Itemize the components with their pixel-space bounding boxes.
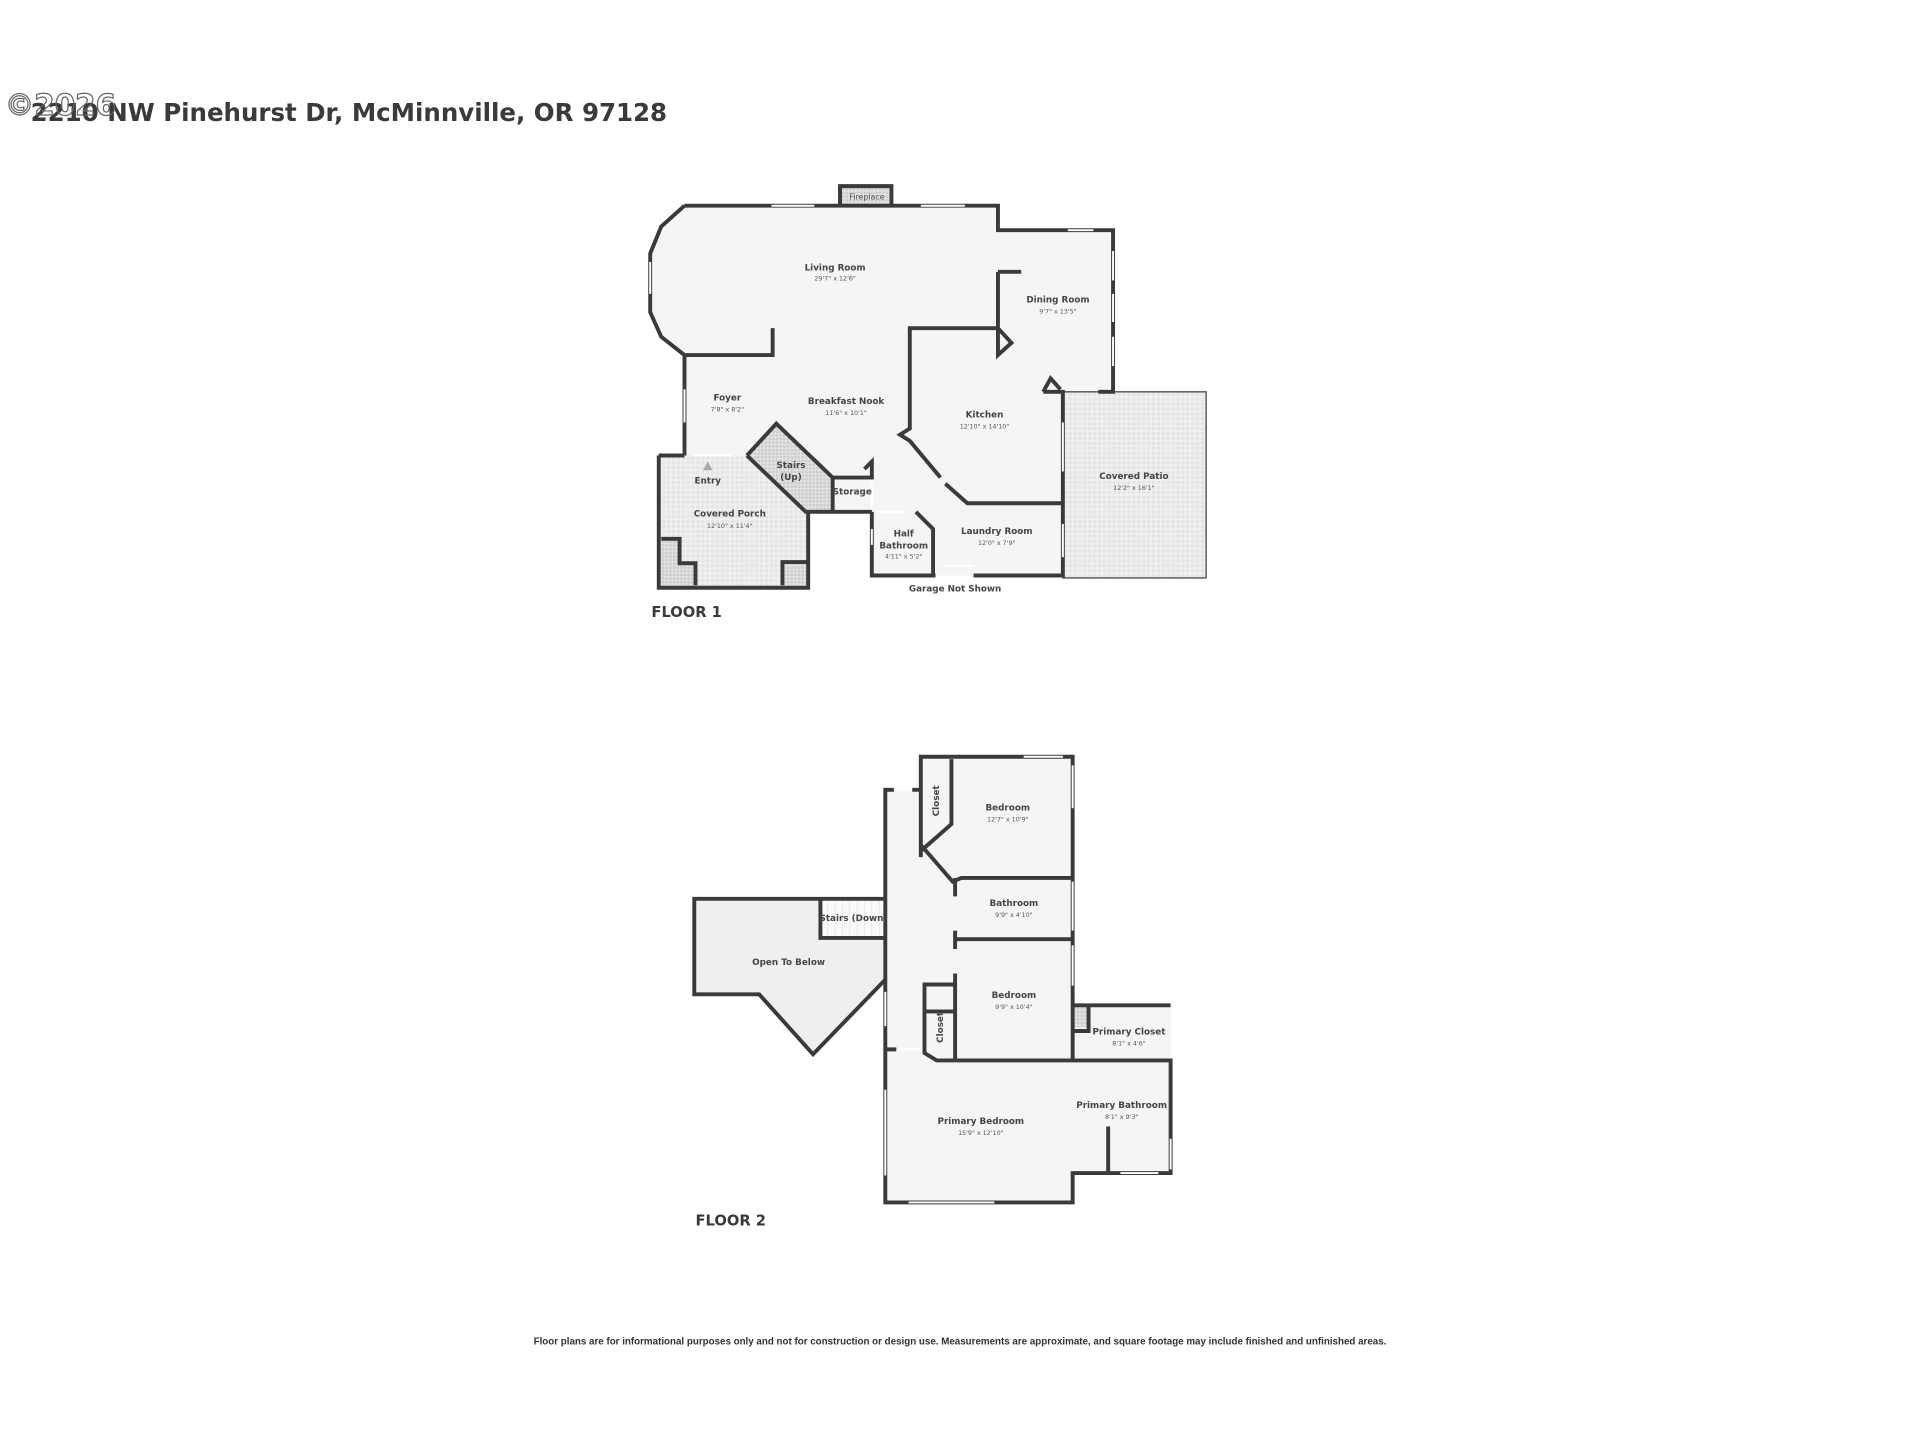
bedroom-1-dim: 12'7" x 10'9" (987, 817, 1029, 824)
address-title: 2210 NW Pinehurst Dr, McMinnville, OR 97… (31, 98, 667, 127)
stairs-up-area (746, 423, 833, 512)
kitchen-dim: 12'10" x 14'10" (960, 424, 1010, 431)
kitchen-label: Kitchen (966, 411, 1004, 421)
covered-patio-label: Covered Patio (1099, 472, 1168, 482)
breakfast-nook-label: Breakfast Nook (808, 397, 886, 407)
dining-room-dim: 9'7" x 13'5" (1039, 308, 1076, 315)
entry-label: Entry (694, 477, 721, 487)
bedroom-2-label: Bedroom (992, 991, 1037, 1001)
storage-label: Storage (833, 488, 872, 498)
primary-bathroom-dim: 8'1" x 9'3" (1105, 1114, 1138, 1121)
bathroom-dim: 9'9" x 4'10" (995, 912, 1032, 919)
covered-patio-area (1062, 391, 1207, 579)
fireplace-area (840, 186, 892, 206)
primary-closet-dim: 8'1" x 4'6" (1112, 1041, 1145, 1048)
covered-porch-dim: 12'10" x 11'4" (707, 523, 753, 530)
bedroom-1-label: Bedroom (985, 804, 1030, 814)
garage-note: Garage Not Shown (909, 584, 1001, 594)
floor-1-label: FLOOR 1 (651, 604, 721, 621)
floor-2-label: FLOOR 2 (696, 1213, 766, 1230)
half-bathroom-label: Half (894, 529, 914, 539)
primary-bathroom-label: Primary Bathroom (1076, 1101, 1167, 1111)
primary-bedroom-label: Primary Bedroom (938, 1117, 1025, 1127)
fireplace-label: Fireplace (849, 193, 884, 202)
dining-room-label: Dining Room (1026, 295, 1089, 305)
foyer-label: Foyer (713, 393, 741, 403)
closet-2-label: Closet (936, 1012, 946, 1043)
half-bathroom-label-2: Bathroom (879, 542, 928, 552)
primary-closet-label: Primary Closet (1092, 1028, 1165, 1038)
laundry-room-label: Laundry Room (961, 527, 1033, 537)
closet-1-label: Closet (932, 785, 942, 816)
disclaimer: Floor plans are for informational purpos… (534, 1336, 1387, 1347)
primary-bedroom-dim: 15'9" x 12'10" (958, 1130, 1004, 1137)
living-room-dim: 29'7" x 12'6" (814, 275, 856, 282)
covered-patio-dim: 12'2" x 16'1" (1113, 485, 1155, 492)
bathroom-label: Bathroom (990, 899, 1039, 909)
covered-porch-label: Covered Porch (694, 510, 766, 520)
stairs-up-label: Stairs (776, 461, 805, 471)
open-to-below-label: Open To Below (752, 958, 825, 968)
bedroom-2-dim: 9'9" x 10'4" (995, 1004, 1032, 1011)
stairs-down-label: Stairs (Down) (820, 914, 888, 924)
stairs-up-label-2: (Up) (780, 473, 801, 483)
floor-1-plan: Fireplace Living Room 29'7" x 12'6" Dini… (648, 184, 1207, 621)
floor-2-plan: Bedroom 12'7" x 10'9" Closet Bathroom 9'… (692, 754, 1173, 1230)
copyright-watermark: ©2026 (5, 88, 116, 122)
breakfast-nook-dim: 11'6" x 10'1" (825, 410, 867, 417)
entry-arrow-icon (702, 461, 713, 471)
foyer-dim: 7'8" x 8'2" (711, 406, 744, 413)
laundry-room-dim: 12'0" x 7'9" (978, 540, 1015, 547)
living-room-label: Living Room (805, 264, 866, 274)
half-bathroom-dim: 4'11" x 5'2" (885, 553, 922, 560)
